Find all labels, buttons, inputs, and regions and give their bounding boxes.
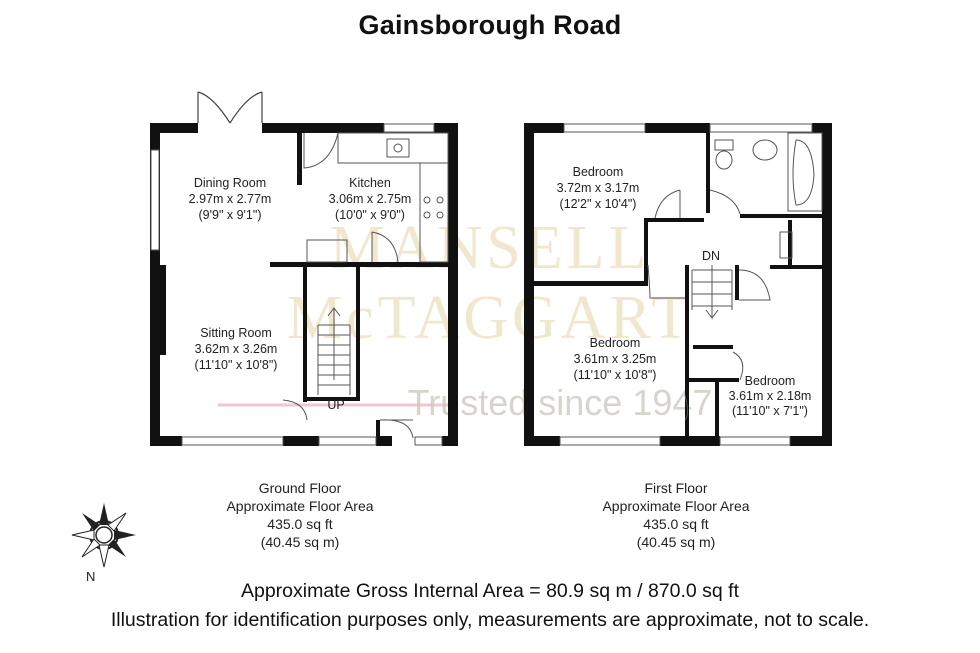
ground-floor-door-swings: [282, 132, 414, 439]
room-kitchen-metric: 3.06m x 2.75m: [329, 192, 412, 206]
room-bedroom1-metric: 3.72m x 3.17m: [557, 181, 640, 195]
stairs-up-label: UP: [327, 398, 344, 412]
ground-floor-title: Ground Floor: [258, 480, 342, 496]
page-title: Gainsborough Road: [358, 10, 622, 40]
room-bedroom3-name: Bedroom: [745, 374, 796, 388]
room-sitting-name: Sitting Room: [200, 326, 272, 340]
french-doors: [197, 91, 263, 124]
ground-floor-stairs: [317, 307, 351, 395]
ground-floor-plan: Dining Room 2.97m x 2.77m (9'9" x 9'1") …: [150, 91, 458, 446]
room-bedroom1-name: Bedroom: [573, 165, 624, 179]
first-floor-plan: Bedroom 3.72m x 3.17m (12'2" x 10'4") Be…: [524, 123, 832, 446]
watermark-brand-line1: MANSELL: [330, 214, 651, 282]
watermark-tagline: Trusted since 1947: [408, 382, 713, 423]
room-bedroom3-metric: 3.61m x 2.18m: [729, 389, 812, 403]
compass-rose-icon: N: [71, 503, 136, 584]
room-bedroom3-imperial: (11'10" x 7'1"): [732, 404, 808, 418]
kitchen-fittings: [306, 132, 449, 263]
bathroom-fittings: [714, 132, 823, 212]
first-floor-area-sqm: (40.45 sq m): [636, 534, 716, 550]
room-kitchen-imperial: (10'0" x 9'0"): [335, 208, 405, 222]
room-sitting-imperial: (11'10" x 10'8"): [195, 358, 278, 372]
first-floor-windows: [559, 123, 813, 446]
room-bedroom1-imperial: (12'2" x 10'4"): [560, 197, 637, 211]
room-kitchen-name: Kitchen: [349, 176, 391, 190]
first-floor-area-summary: First Floor Approximate Floor Area 435.0…: [576, 479, 776, 551]
ground-floor-area-summary: Ground Floor Approximate Floor Area 435.…: [200, 479, 400, 551]
first-floor-title: First Floor: [644, 480, 708, 496]
ground-floor-windows: [150, 123, 443, 446]
first-floor-stairs: [691, 265, 733, 320]
room-bedroom2-metric: 3.61m x 3.25m: [574, 352, 657, 366]
ground-floor-area-label: Approximate Floor Area: [226, 498, 374, 514]
room-bedroom2-name: Bedroom: [590, 336, 641, 350]
first-floor-walls: [524, 123, 832, 446]
ground-floor-walls: [150, 123, 458, 446]
compass-north-label: N: [86, 569, 95, 584]
room-sitting-metric: 3.62m x 3.26m: [195, 342, 278, 356]
ground-floor-area-sqm: (40.45 sq m): [260, 534, 340, 550]
room-dining-imperial: (9'9" x 9'1"): [199, 208, 262, 222]
room-bedroom2-imperial: (11'10" x 10'8"): [574, 368, 657, 382]
gross-internal-area: Approximate Gross Internal Area = 80.9 s…: [240, 580, 740, 602]
watermark: MANSELL McTAGGART Trusted since 1947: [218, 214, 712, 423]
ground-floor-area-sqft: 435.0 sq ft: [267, 516, 333, 532]
first-floor-area-sqft: 435.0 sq ft: [643, 516, 709, 532]
first-floor-door-swings: [647, 189, 793, 421]
disclaimer: Illustration for identification purposes…: [110, 609, 870, 631]
room-dining-metric: 2.97m x 2.77m: [189, 192, 272, 206]
first-floor-area-label: Approximate Floor Area: [602, 498, 750, 514]
room-dining-name: Dining Room: [194, 176, 266, 190]
watermark-brand-line2: McTAGGART: [287, 284, 693, 352]
stairs-down-label: DN: [702, 249, 720, 263]
